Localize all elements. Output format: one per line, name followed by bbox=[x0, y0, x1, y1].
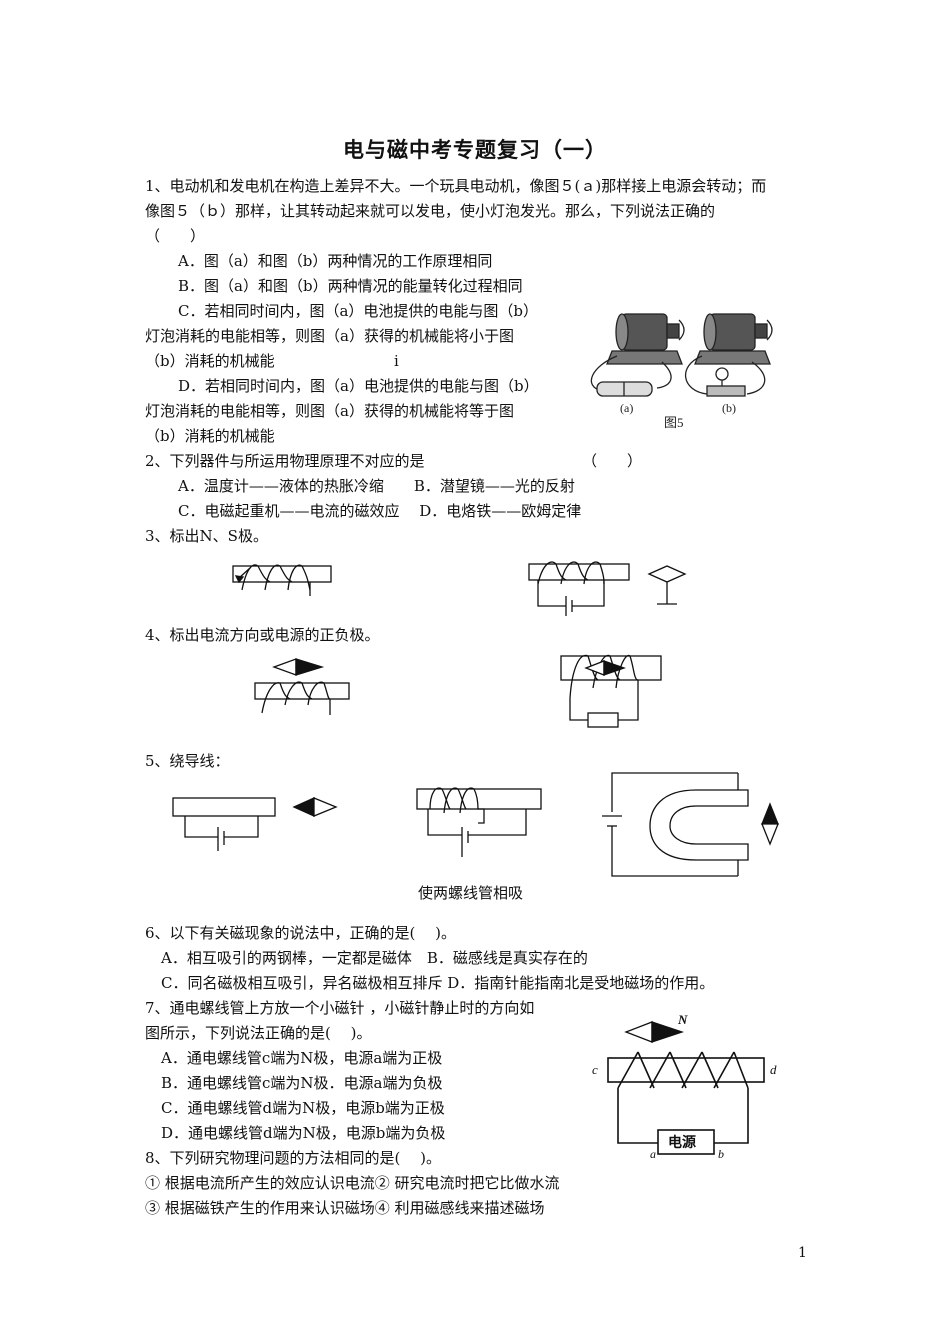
figure5-motor-generator: (a) (b) 图5 bbox=[590, 313, 773, 430]
q7-option-b: B．通电螺线管c端为N极．电源a端为负极 bbox=[161, 1074, 443, 1092]
q1-option-a: A．图（a）和图（b）两种情况的工作原理相同 bbox=[178, 252, 493, 270]
page-title: 电与磁中考专题复习（一） bbox=[343, 137, 607, 162]
q4-solenoid-left bbox=[254, 658, 350, 715]
motor-b-illustration bbox=[684, 313, 773, 397]
q7-power-source-label: 电源 bbox=[668, 1134, 696, 1151]
q7-option-c: C．通电螺线管d端为N极，电源b端为正极 bbox=[161, 1099, 445, 1117]
fig5-label-a: (a) bbox=[620, 401, 633, 415]
q7-label-d: d bbox=[770, 1062, 777, 1077]
q5-solenoid-middle bbox=[416, 787, 542, 857]
q1-option-d-line2: 灯泡消耗的电能相等，则图（a）获得的机械能将等于图 bbox=[145, 402, 514, 420]
q5-horseshoe-magnet-circuit bbox=[602, 772, 779, 877]
q5-compass-needle bbox=[292, 796, 338, 818]
q1-option-b: B．图（a）和图（b）两种情况的能量转化过程相同 bbox=[178, 277, 523, 295]
q4-stem: 4、标出电流方向或电源的正负极。 bbox=[145, 626, 380, 644]
q7-label-b: b bbox=[718, 1147, 724, 1161]
q1-option-d-line1: D．若相同时间内，图（a）电池提供的电能与图（b） bbox=[178, 377, 539, 395]
q7-solenoid-figure: N c d 电源 a b bbox=[592, 1012, 777, 1161]
q1-stem-line2: 像图５（ｂ）那样，让其转动起来就可以发电，使小灯泡发光。那么，下列说法正确的 bbox=[145, 202, 716, 220]
q6-options-cd: C．同名磁极相互吸引，异名磁极相互排斥 D．指南针能指南北是受地磁场的作用。 bbox=[161, 974, 715, 992]
q7-stem-line2: 图所示，下列说法正确的是( )。 bbox=[145, 1024, 372, 1042]
q8-line1: ① 根据电流所产生的效应认识电流② 研究电流时把它比做水流 bbox=[145, 1174, 560, 1192]
q4-solenoid-right-circuit bbox=[560, 654, 662, 728]
q2-answer-bracket: （ ） bbox=[582, 452, 643, 470]
q2-stem: 2、下列器件与所运用物理原理不对应的是 bbox=[145, 452, 425, 470]
q1-option-d-line3: （b）消耗的机械能 bbox=[145, 427, 275, 445]
motor-a-illustration bbox=[590, 313, 685, 397]
q1-option-c-line1: C．若相同时间内，图（a）电池提供的电能与图（b） bbox=[178, 302, 539, 320]
q8-stem: 8、下列研究物理问题的方法相同的是( )。 bbox=[145, 1149, 442, 1167]
q7-stem-line1: 7、通电螺线管上方放一个小磁针 ，小磁针静止时的方向如 bbox=[145, 999, 535, 1017]
q6-stem: 6、以下有关磁现象的说法中，正确的是( )。 bbox=[145, 924, 457, 942]
q7-label-c: c bbox=[592, 1062, 598, 1077]
q5-solenoid-left bbox=[172, 797, 276, 851]
q7-label-n: N bbox=[677, 1012, 688, 1027]
q5-caption: 使两螺线管相吸 bbox=[418, 884, 524, 902]
q6-options-ab: A．相互吸引的两钢棒，一定都是磁体 B．磁感线是真实存在的 bbox=[161, 949, 588, 967]
q8-line2: ③ 根据磁铁产生的作用来认识磁场④ 利用磁感线来描述磁场 bbox=[145, 1199, 545, 1217]
q7-option-d: D．通电螺线管d端为N极，电源b端为负极 bbox=[161, 1124, 446, 1142]
fig5-label-b: (b) bbox=[722, 401, 736, 415]
q3-solenoid-right-circuit bbox=[528, 561, 630, 616]
q2-options-ab: A．温度计——液体的热胀冷缩 B．潜望镜——光的反射 bbox=[178, 477, 575, 495]
q1-option-c-line2: 灯泡消耗的电能相等，则图（a）获得的机械能将小于图 bbox=[145, 327, 514, 345]
page-number: 1 bbox=[798, 1245, 807, 1261]
stray-character: i bbox=[394, 352, 399, 370]
fig5-caption: 图5 bbox=[664, 415, 684, 430]
q7-option-a: A．通电螺线管c端为N极，电源a端为正极 bbox=[161, 1049, 443, 1067]
q3-stem: 3、标出N、S极。 bbox=[145, 527, 268, 545]
q1-answer-bracket: （ ） bbox=[145, 227, 206, 245]
q2-options-cd: C．电磁起重机——电流的磁效应 D．电烙铁——欧姆定律 bbox=[178, 502, 582, 520]
q7-label-a: a bbox=[650, 1147, 656, 1161]
q5-stem: 5、绕导线： bbox=[145, 752, 230, 770]
q3-compass-needle bbox=[647, 565, 687, 605]
q1-stem-line1: 1、电动机和发电机在构造上差异不大。一个玩具电动机，像图５(ａ)那样接上电源会转… bbox=[145, 177, 767, 195]
q1-option-c-line3: （b）消耗的机械能 bbox=[145, 352, 275, 370]
q3-solenoid-left bbox=[232, 564, 332, 596]
